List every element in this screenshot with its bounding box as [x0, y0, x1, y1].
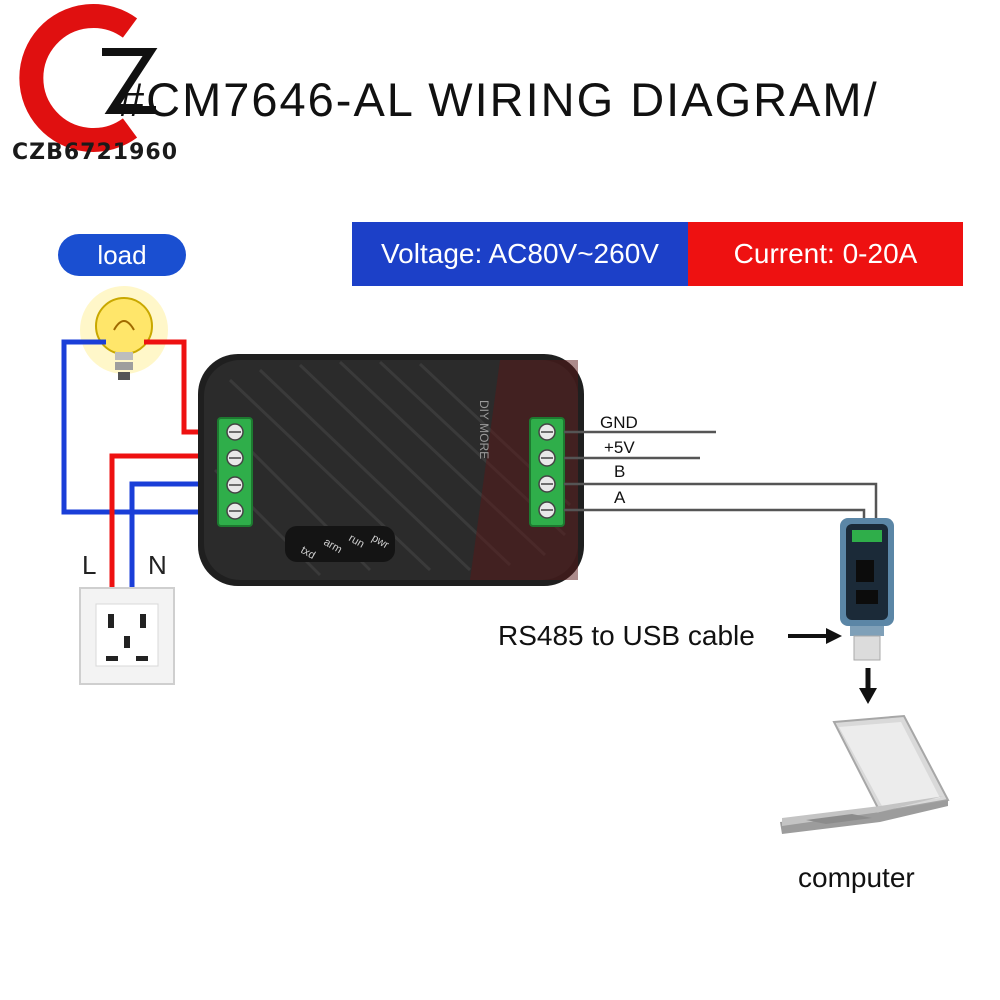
current-banner: Current: 0-20A: [688, 222, 963, 286]
laptop-icon: [780, 714, 950, 834]
left-terminal-block: [217, 417, 253, 527]
cm7646-device: DIY MORE txd arm run pwr: [198, 354, 584, 586]
socket-label-n: N: [148, 550, 167, 580]
device-brand: DIY MORE: [477, 400, 491, 459]
arrow-down-icon: [859, 668, 877, 704]
arrow-right-icon: [788, 628, 842, 644]
label-gnd: GND: [600, 413, 638, 432]
diagram-title: #CM7646-AL WIRING DIAGRAM/: [118, 73, 879, 126]
rs485-label: RS485 to USB cable: [498, 620, 755, 651]
socket-label-l: L: [82, 550, 97, 580]
load-label: load: [58, 234, 186, 276]
brand-logo: [19, 4, 158, 152]
label-a: A: [614, 488, 626, 507]
rs485-usb-converter: [840, 518, 894, 661]
signal-wires: [564, 430, 878, 520]
neutral-wires: [61, 339, 222, 606]
wall-socket: [79, 587, 175, 685]
light-bulb-icon: [80, 286, 168, 380]
label-5v: +5V: [604, 438, 635, 457]
label-b: B: [614, 462, 625, 481]
voltage-banner: Voltage: AC80V~260V: [352, 222, 688, 286]
watermark-text: CZB6721960: [12, 140, 179, 165]
right-terminal-block: [529, 417, 565, 527]
computer-label: computer: [798, 862, 915, 893]
